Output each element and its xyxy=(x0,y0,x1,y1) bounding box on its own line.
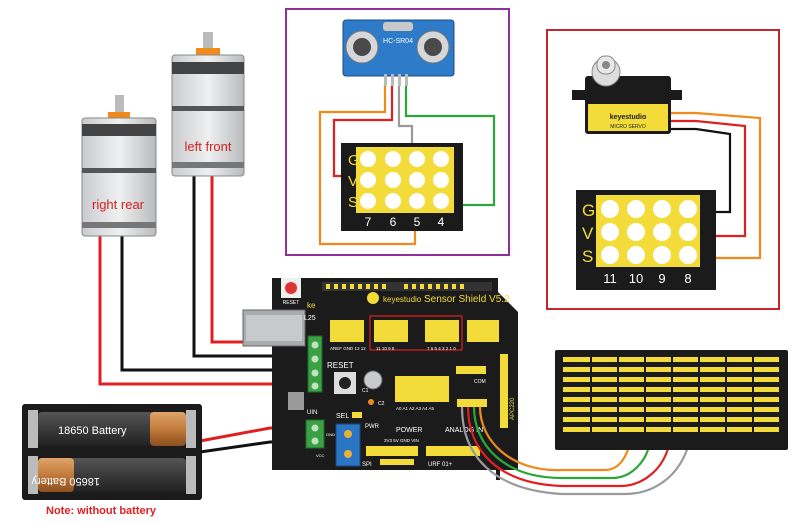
pin-col-label: 7 xyxy=(365,215,372,229)
digital-mid-label: 7 6 5 4 3 2 1 0 xyxy=(427,346,456,351)
pin-col-label: 9 xyxy=(658,271,665,286)
ke-label: ke xyxy=(307,301,316,310)
battery-label-bottom: 18650 Battery xyxy=(31,475,100,487)
ultrasonic-model-label: HC-SR04 xyxy=(383,38,413,45)
l25-label: L25 xyxy=(304,315,316,322)
motor-body xyxy=(171,54,245,177)
apc220-label: APC220 xyxy=(510,397,516,420)
motor-body xyxy=(81,117,157,237)
shield-brand: keyestudio xyxy=(383,295,422,304)
sensor-shield: RESET ke L25 keyestudio Sensor Shield V5… xyxy=(242,278,518,480)
servo-brand-label: keyestudio xyxy=(610,114,647,121)
digital-header-highlight xyxy=(369,315,463,351)
uin-label: UIN xyxy=(307,410,317,416)
reset-label: RESET xyxy=(327,361,354,370)
pin-row-label: S xyxy=(348,194,358,211)
vcc-label: VCC xyxy=(316,453,325,458)
motor-gear xyxy=(196,48,220,57)
ultrasonic-module: HC-SR04 G V S 7 6 5 4 xyxy=(285,8,510,256)
reset-button-label: RESET xyxy=(283,300,300,306)
servo-model-label: MICRO SERVO xyxy=(610,124,646,130)
battery-label-top: 18650 Battery xyxy=(58,425,127,437)
spi-label: SPI xyxy=(362,462,372,468)
pin-row-label: S xyxy=(582,247,593,266)
pin-row-label: G xyxy=(582,201,595,220)
reset-button-top[interactable] xyxy=(285,282,297,294)
battery-cell-top xyxy=(38,412,186,446)
power-label: POWER xyxy=(396,427,422,434)
gnd-label: GND xyxy=(326,432,335,437)
motor-wires xyxy=(98,176,314,454)
aref-label: AREF GND 13 12 xyxy=(330,346,366,351)
keyestudio-logo xyxy=(367,292,379,304)
pin-row-label: V xyxy=(348,173,358,190)
motor-right-rear: right rear xyxy=(81,95,157,237)
battery-cell-bottom xyxy=(38,458,186,492)
shield-title: Sensor Shield V5.2 xyxy=(424,294,510,305)
pin-col-label: 8 xyxy=(684,271,691,286)
motor-label-right-rear: right rear xyxy=(92,197,145,212)
power-pins-label: 3V3 5V GND VIN xyxy=(384,438,419,443)
power-terminal xyxy=(305,419,325,449)
motor-terminal xyxy=(307,335,323,393)
com-label: COM xyxy=(474,379,486,385)
pin-col-label: 10 xyxy=(629,271,643,286)
analog-row-label: A0 A1 A2 A3 A4 A5 xyxy=(396,406,435,411)
capacitor xyxy=(363,370,383,390)
pin-col-label: 6 xyxy=(390,215,397,229)
servo-module: keyestudio MICRO SERVO G V S 11 10 9 8 xyxy=(546,29,780,310)
c1-label: C1 xyxy=(362,388,369,394)
matrix-wires xyxy=(460,406,692,496)
battery-holder: 18650 Battery 18650 Battery xyxy=(22,404,202,500)
motor-shaft xyxy=(115,95,124,113)
pin-col-label: 11 xyxy=(603,271,617,286)
pwr-label: PWR xyxy=(365,424,380,430)
digital-low-label: 11 10 9 8 xyxy=(376,346,395,351)
battery-note: Note: without battery xyxy=(46,505,157,517)
pin-col-label: 4 xyxy=(438,215,445,229)
motor-left-front: left front xyxy=(171,32,245,177)
c2-label: C2 xyxy=(378,401,385,407)
motor-label-left-front: left front xyxy=(185,139,232,154)
led-matrix xyxy=(555,350,788,450)
pin-row-label: G xyxy=(348,152,360,169)
motor-gear xyxy=(108,112,130,120)
motor-shaft xyxy=(203,32,213,52)
sel-label: SEL xyxy=(336,413,349,420)
pin-col-label: 5 xyxy=(414,215,421,229)
pin-row-label: V xyxy=(582,224,594,243)
urf-label: URF 01+ xyxy=(428,462,453,468)
